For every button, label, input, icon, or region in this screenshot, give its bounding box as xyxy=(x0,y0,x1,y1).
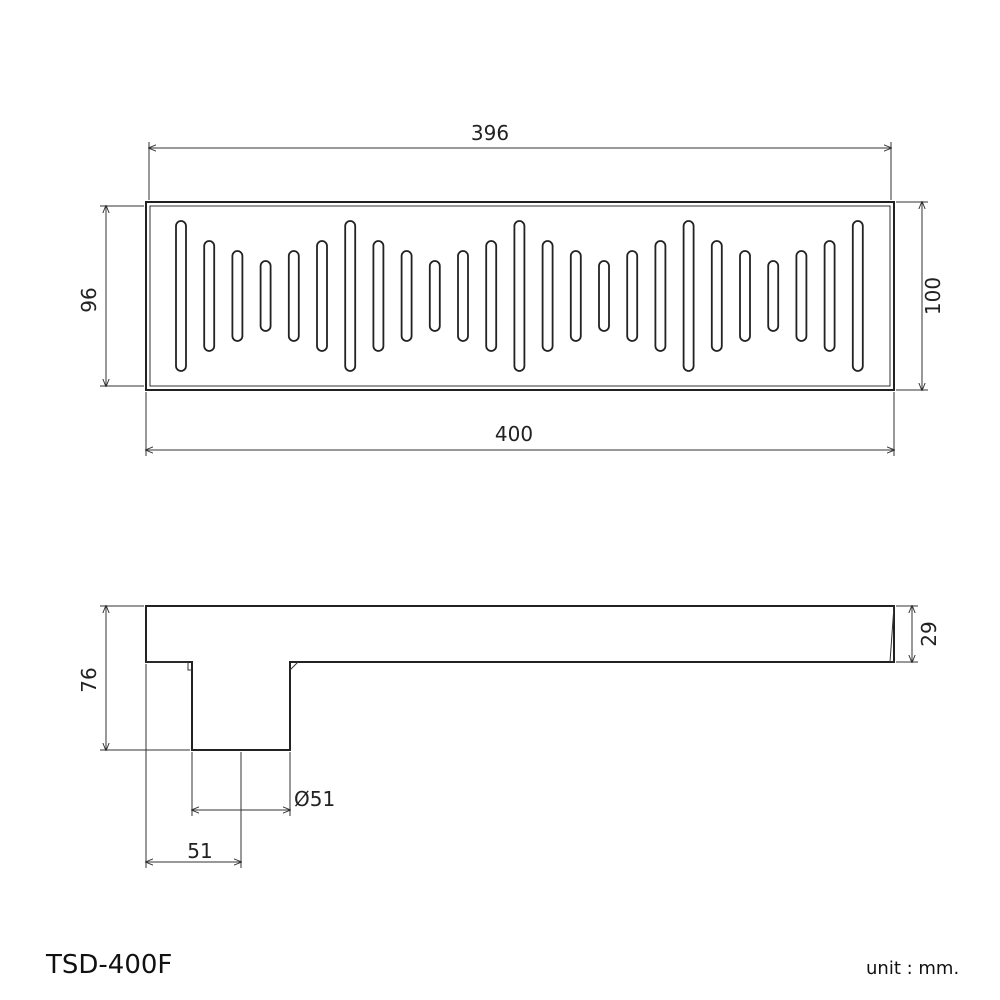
grate-slot xyxy=(175,220,187,372)
grate-slot xyxy=(851,220,864,372)
grate-slot xyxy=(428,260,441,332)
grate-slot xyxy=(795,250,808,342)
grate-slot xyxy=(739,250,751,342)
grate-slot xyxy=(259,260,272,332)
channel-body-profile xyxy=(145,605,895,751)
dim-29-label: 29 xyxy=(917,621,941,646)
grate-slot xyxy=(710,240,723,352)
unit-note: unit : mm. xyxy=(866,958,960,979)
grate-slot xyxy=(287,250,300,342)
grate-slot xyxy=(485,240,498,352)
grate-slot xyxy=(682,220,695,372)
grate-slot xyxy=(823,240,836,352)
dimension-inner-height: 96 xyxy=(77,206,144,386)
grate-slot xyxy=(231,250,244,342)
dimension-body-height: 29 xyxy=(896,606,941,662)
grate-slot xyxy=(316,240,328,352)
grate-slot xyxy=(400,250,413,342)
top-view: 396 400 96 100 xyxy=(77,121,945,456)
dim-51-label: 51 xyxy=(187,839,212,863)
dimension-total-height: 76 xyxy=(77,606,190,750)
dim-76-label: 76 xyxy=(77,667,101,692)
dim-dia51-label: Ø51 xyxy=(294,787,335,811)
dim-100-label: 100 xyxy=(921,277,945,315)
dimension-outlet-offset: 51 xyxy=(146,664,241,868)
grate-slot xyxy=(372,240,385,352)
grate-slot xyxy=(569,250,582,342)
dimension-outer-width: 400 xyxy=(146,392,894,456)
grate-slot xyxy=(513,220,526,372)
grate-slot xyxy=(457,250,469,342)
dim-396-label: 396 xyxy=(471,121,509,145)
grate-slots xyxy=(175,220,864,372)
dim-400-label: 400 xyxy=(495,422,533,446)
grate-slot xyxy=(767,260,780,332)
dimension-inner-width: 396 xyxy=(149,121,891,200)
dim-96-label: 96 xyxy=(77,287,101,312)
dimension-outlet-diameter: Ø51 xyxy=(192,752,335,816)
grate-slot xyxy=(203,240,216,352)
grate-slot xyxy=(626,250,639,342)
grate-slot xyxy=(654,240,667,352)
model-code: TSD-400F xyxy=(46,950,173,980)
grate-outer-frame xyxy=(145,201,895,391)
grate-slot xyxy=(598,260,610,332)
dimension-outer-height: 100 xyxy=(896,202,945,390)
grate-slot xyxy=(541,240,554,352)
grate-slot xyxy=(344,220,357,372)
side-view: 76 29 Ø51 51 xyxy=(77,605,941,868)
grate-inner-frame xyxy=(149,205,891,387)
